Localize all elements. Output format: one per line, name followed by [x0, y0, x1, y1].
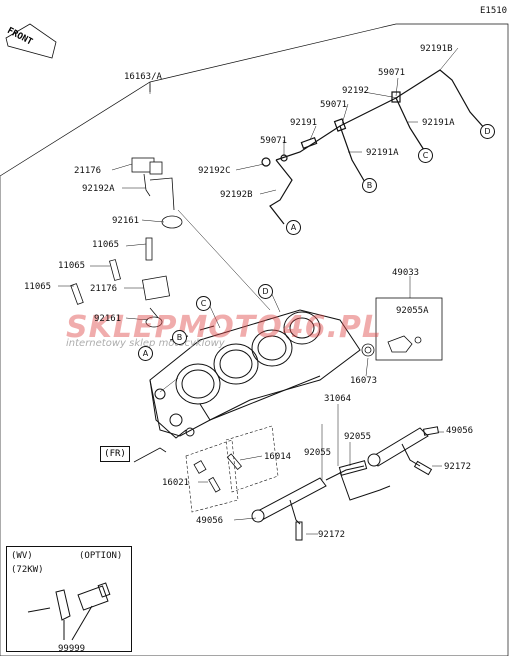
assembly-frame [0, 23, 509, 656]
part-label-92161: 92161 [112, 216, 140, 226]
part-label-21176: 21176 [90, 284, 118, 294]
callout-c: C [418, 148, 433, 163]
part-label-92161: 92161 [94, 314, 122, 324]
fuel-rail-left [251, 477, 327, 541]
front-arrow-icon [5, 23, 57, 59]
part-label-49056: 49056 [446, 426, 474, 436]
callout-b: B [362, 178, 377, 193]
part-label-99999: 99999 [58, 644, 86, 654]
sensor-top [131, 157, 183, 229]
part-label-92191b: 92191B [420, 44, 453, 54]
leader-lines [58, 47, 459, 535]
callout-b: B [172, 330, 187, 345]
part-label-92191a: 92191A [366, 148, 399, 158]
part-label-16021: 16021 [162, 478, 190, 488]
part-label-92191: 92191 [290, 118, 318, 128]
part-label-16073: 16073 [350, 376, 378, 386]
part-label-11065: 11065 [58, 261, 86, 271]
watermark-tagline: internetowy sklep motocyklowy [66, 338, 225, 349]
hose-network [261, 69, 487, 225]
callout-a: A [138, 346, 153, 361]
option-label-wv: (WV) [11, 551, 33, 561]
part-label-59071: 59071 [320, 100, 348, 110]
fr-box: (FR) [100, 446, 130, 462]
option-parts [27, 582, 111, 641]
part-label-21176: 21176 [74, 166, 102, 176]
part-label-11065: 11065 [24, 282, 52, 292]
screws-16014 [133, 447, 243, 493]
option-box: (WV) (OPTION) (72KW) [6, 546, 132, 652]
part-label-92172: 92172 [444, 462, 472, 472]
pipe-31064 [314, 460, 391, 501]
part-label-92055: 92055 [344, 432, 372, 442]
option-label-option: (OPTION) [79, 551, 123, 561]
part-label-92191a: 92191A [422, 118, 455, 128]
part-label-92172: 92172 [318, 530, 346, 540]
part-label-16014: 16014 [264, 452, 292, 462]
part-label-11065: 11065 [92, 240, 120, 250]
screws [70, 237, 153, 305]
throttle-body [149, 309, 361, 439]
part-label-59071: 59071 [260, 136, 288, 146]
fuel-rail-right [367, 426, 439, 476]
part-label-49056: 49056 [196, 516, 224, 526]
part-label-92055: 92055 [304, 448, 332, 458]
callout-a: A [286, 220, 301, 235]
callout-d: D [480, 124, 495, 139]
dashed-groups [185, 425, 279, 513]
sensor-middle [141, 275, 171, 328]
part-label-59071: 59071 [378, 68, 406, 78]
part-label-92192c: 92192C [198, 166, 231, 176]
callout-d: D [258, 284, 273, 299]
sensor-49033 [375, 297, 443, 361]
fitting-16073 [361, 343, 375, 357]
option-label-72kw: (72KW) [11, 565, 44, 575]
part-label-31064: 31064 [324, 394, 352, 404]
part-label-92192b: 92192B [220, 190, 253, 200]
part-label-92055a-upper: 92055A [396, 306, 429, 316]
part-label-92192: 92192 [342, 86, 370, 96]
part-label-49033: 49033 [392, 268, 420, 278]
callout-c: C [196, 296, 211, 311]
figure-code: E1510 [480, 6, 508, 16]
part-label-16163a: 16163/A [124, 72, 162, 82]
part-label-92192a: 92192A [82, 184, 115, 194]
watermark-brand: SKLEPMOTO46.PL [66, 310, 383, 345]
